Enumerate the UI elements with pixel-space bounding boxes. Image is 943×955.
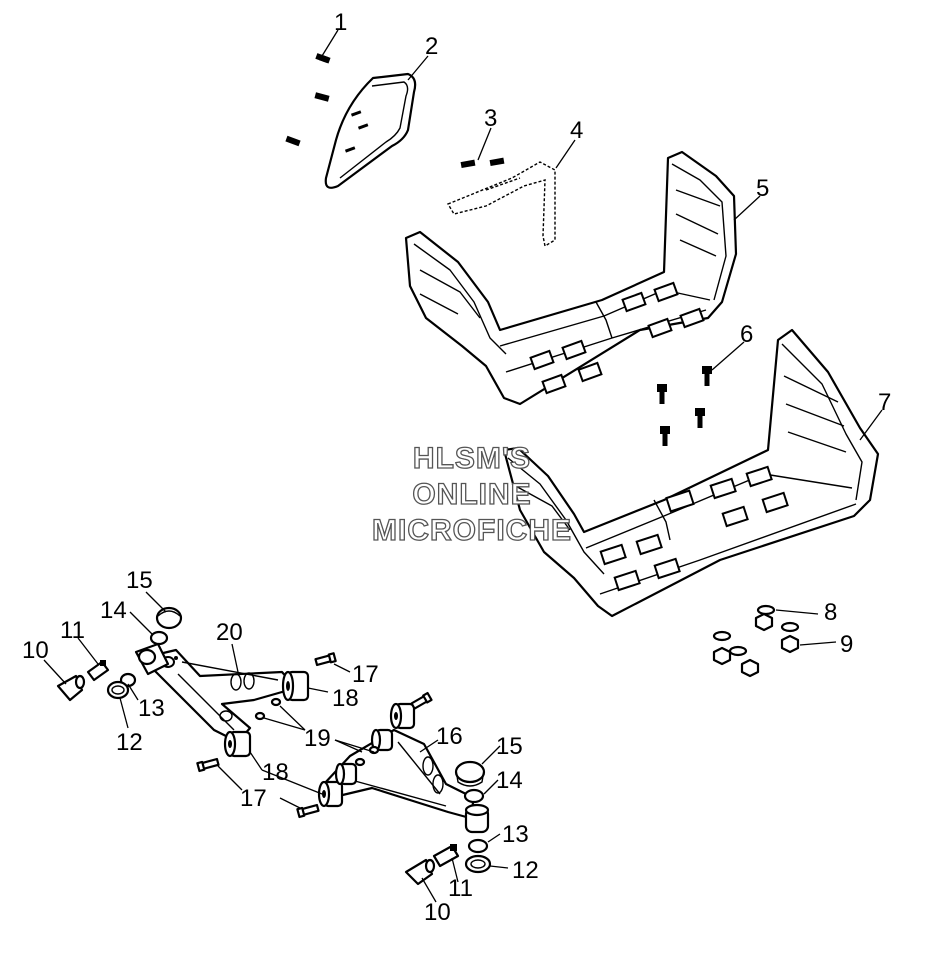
callout-5: 5 xyxy=(756,175,769,202)
callout-6: 6 xyxy=(740,321,753,348)
snap-ring-part-13 xyxy=(467,838,489,854)
callout-12-left: 12 xyxy=(116,729,143,756)
cap-part-10 xyxy=(404,858,436,886)
washer-part-19 xyxy=(254,697,380,767)
callout-14-right: 14 xyxy=(496,767,523,794)
callout-15-left: 15 xyxy=(126,567,153,594)
watermark: HLSM'S ONLINE MICROFICHE xyxy=(371,441,572,547)
bolt-part-17 xyxy=(196,652,433,819)
cap-part-15 xyxy=(454,760,486,787)
callout-9: 9 xyxy=(840,631,853,658)
callout-11-left: 11 xyxy=(60,617,85,644)
callout-labels: 1 2 3 4 5 6 7 8 9 10 11 12 13 14 15 20 1… xyxy=(22,9,891,926)
retainer-part-12 xyxy=(106,680,130,700)
grease-fitting-part-11 xyxy=(86,660,110,682)
callout-18-upper: 18 xyxy=(332,685,359,712)
callout-4: 4 xyxy=(570,117,583,144)
bolt-part-6 xyxy=(657,366,712,446)
callout-1: 1 xyxy=(334,9,347,36)
washer-part-8 xyxy=(712,604,800,657)
ball-joint-housing xyxy=(134,642,170,676)
callout-19: 19 xyxy=(304,725,331,752)
callout-18-lower: 18 xyxy=(262,759,289,786)
screw-part-1 xyxy=(285,53,331,147)
callout-8: 8 xyxy=(824,599,837,626)
callout-13-right: 13 xyxy=(502,821,529,848)
nut-part-9 xyxy=(712,612,800,678)
ball-joint-group-left xyxy=(56,606,183,702)
footrest-part-5 xyxy=(404,150,738,406)
seal-part-14 xyxy=(463,788,485,804)
callout-13-left: 13 xyxy=(138,695,165,722)
callout-12-right: 12 xyxy=(512,857,539,884)
watermark-line-2: ONLINE xyxy=(412,478,531,511)
callout-17-lower: 17 xyxy=(240,785,267,812)
callout-2: 2 xyxy=(425,33,438,60)
bracket-part-4 xyxy=(446,161,556,248)
watermark-line-3: MICROFICHE xyxy=(372,514,572,547)
callout-17-upper: 17 xyxy=(352,661,379,688)
grease-fitting-part-11 xyxy=(432,844,460,868)
callout-15-right: 15 xyxy=(496,733,523,760)
callout-11-right: 11 xyxy=(448,875,473,902)
ball-joint-group-right xyxy=(404,760,492,886)
mud-guard-part-2 xyxy=(324,72,417,189)
watermark-line-1: HLSM'S xyxy=(413,442,531,475)
cap-part-15 xyxy=(155,606,183,630)
retainer-part-12 xyxy=(464,854,492,874)
leader-lines xyxy=(43,29,883,903)
callout-3: 3 xyxy=(484,105,497,132)
callout-7: 7 xyxy=(878,389,891,416)
seal-part-14 xyxy=(149,630,169,646)
callout-10-left: 10 xyxy=(22,637,49,664)
ball-joint-housing xyxy=(464,803,490,834)
footrest-part-7 xyxy=(502,328,880,618)
cap-part-10 xyxy=(56,674,86,702)
callout-10-right: 10 xyxy=(424,899,451,926)
callout-16: 16 xyxy=(436,723,463,750)
bushing-part-18 xyxy=(223,670,416,808)
callout-14-left: 14 xyxy=(100,597,127,624)
bolt-part-3 xyxy=(460,157,505,168)
callout-20: 20 xyxy=(216,619,243,646)
